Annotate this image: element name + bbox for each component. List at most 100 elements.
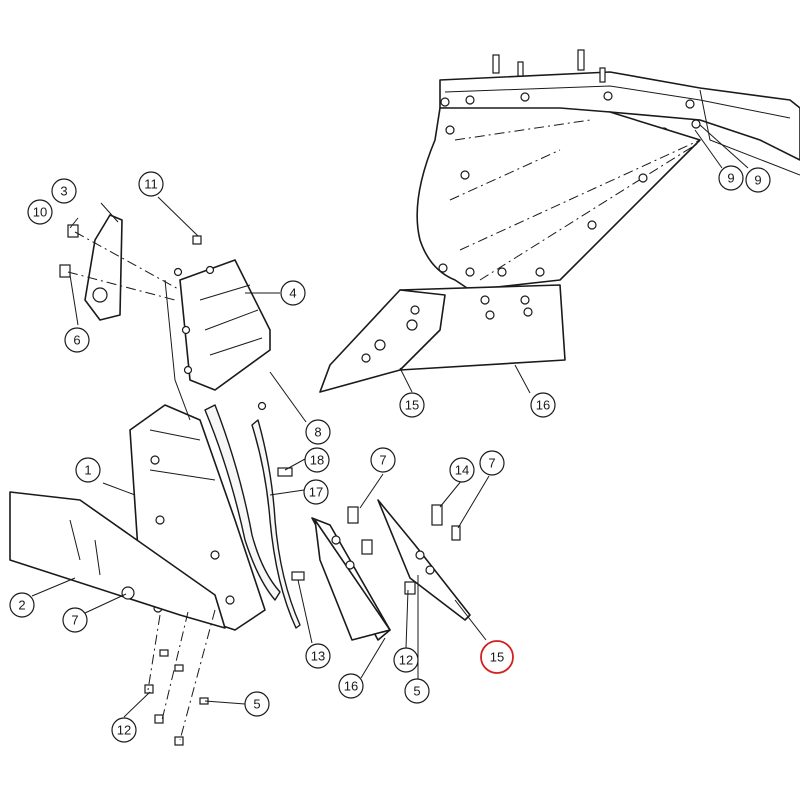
callout-circle (244, 691, 270, 717)
callout-number: 7 (71, 613, 78, 628)
point-15 (377, 499, 471, 621)
callout-circle (480, 640, 514, 674)
callout-number: 11 (144, 177, 158, 192)
callout-c15b: 15 (480, 640, 514, 674)
callout-c13: 13 (305, 643, 331, 669)
callout-c1: 1 (75, 457, 101, 483)
callout-circle (370, 447, 396, 473)
callout-circle (338, 673, 364, 699)
callout-c11: 11 (138, 171, 164, 197)
callout-circle (305, 419, 331, 445)
leg-bolts (438, 125, 648, 277)
frame-bracket-line (699, 89, 800, 176)
mouldboard-plate (179, 259, 271, 391)
shin-plate (9, 491, 226, 629)
callout-number: 3 (60, 184, 67, 199)
callout-c18: 18 (304, 447, 330, 473)
callout-circle (305, 643, 331, 669)
callout-number: 7 (488, 456, 495, 471)
callout-c9b: 9 (745, 167, 771, 193)
callout-c5b: 5 (404, 678, 430, 704)
callout-number: 6 (73, 333, 80, 348)
callout-number: 8 (314, 425, 321, 440)
leg-edge-line (164, 279, 191, 421)
callout-circle (530, 392, 556, 418)
bracket-plate (84, 214, 123, 321)
callout-c5a: 5 (244, 691, 270, 717)
callout-circle (404, 678, 430, 704)
callout-circle (449, 457, 475, 483)
lower-fasteners (144, 649, 209, 746)
shin-bolt (121, 586, 135, 600)
leader-lines (31, 124, 749, 718)
nut-6 (59, 264, 71, 278)
callout-circle (280, 280, 306, 306)
callout-c17: 17 (303, 479, 329, 505)
fastener-axis-lines (147, 609, 216, 741)
callout-number: 9 (727, 171, 734, 186)
callout-c9a: 9 (718, 165, 744, 191)
callout-circle (303, 479, 329, 505)
share-fasteners (331, 504, 461, 595)
plough-assembly (319, 49, 800, 393)
callout-c12b: 12 (393, 647, 419, 673)
plate-bolts (173, 235, 267, 411)
callout-number: 5 (253, 697, 260, 712)
callout-circle (304, 447, 330, 473)
plate-ribs (199, 284, 263, 356)
callout-circle (111, 717, 137, 743)
callout-circle (479, 450, 505, 476)
callout-c2: 2 (9, 592, 35, 618)
callout-circle (62, 607, 88, 633)
callout-number: 12 (117, 723, 131, 738)
callout-number: 16 (344, 679, 358, 694)
callout-c6: 6 (64, 327, 90, 353)
callout-number: 10 (33, 205, 47, 220)
callout-circle (745, 167, 771, 193)
point-bolts (361, 305, 420, 363)
callout-number: 17 (309, 485, 323, 500)
exploded-share-parts (311, 499, 471, 641)
callout-c4: 4 (280, 280, 306, 306)
plough-leg (416, 107, 701, 291)
callout-c16b: 16 (338, 673, 364, 699)
bracket-axis-lines (67, 231, 181, 301)
callout-circle (64, 327, 90, 353)
callout-number: 5 (413, 684, 420, 699)
callout-number: 1 (84, 463, 91, 478)
callout-circle (27, 199, 53, 225)
strip-clip-13 (291, 571, 305, 581)
callout-number: 4 (289, 286, 296, 301)
callout-number: 18 (310, 453, 324, 468)
mouldboard-lines (149, 429, 216, 481)
callout-number: 7 (379, 453, 386, 468)
shin-plate-lines (69, 519, 101, 576)
callout-c10: 10 (27, 199, 53, 225)
strip-clip-18 (277, 467, 293, 477)
callout-circle (51, 178, 77, 204)
callout-c7c: 7 (479, 450, 505, 476)
callout-c7b: 7 (370, 447, 396, 473)
callout-number: 12 (399, 653, 413, 668)
callout-circle (399, 392, 425, 418)
exploded-left-parts (9, 214, 305, 746)
callout-c3: 3 (51, 178, 77, 204)
callout-c7a: 7 (62, 607, 88, 633)
share-16 (314, 519, 391, 641)
callout-number: 13 (311, 649, 325, 664)
callout-circle (138, 171, 164, 197)
callout-circle (9, 592, 35, 618)
callout-c12a: 12 (111, 717, 137, 743)
leg-hidden-lines (449, 119, 701, 281)
bracket-hole (92, 287, 108, 303)
callout-number: 2 (18, 598, 25, 613)
nut-10 (67, 224, 79, 238)
callout-c8: 8 (305, 419, 331, 445)
frame-edge-line (444, 85, 791, 119)
callout-c15a: 15 (399, 392, 425, 418)
callout-number: 15 (405, 398, 419, 413)
callout-circle (75, 457, 101, 483)
